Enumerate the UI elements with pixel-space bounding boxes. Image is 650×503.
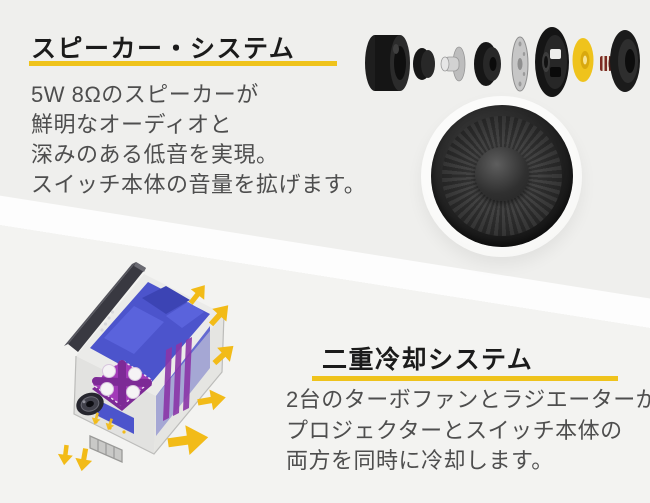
speaker-basket [535, 27, 569, 97]
description-line: 5W 8Ωのスピーカーが [31, 82, 259, 107]
cooling-section-heading: 二重冷却システム [322, 346, 534, 374]
description-line: スイッチ本体の音量を拡げます。 [31, 172, 367, 197]
internal-blue-components [90, 282, 210, 434]
airflow-arrow [56, 444, 74, 467]
cooling-heading-underline [312, 376, 618, 381]
radiator-stripes [163, 337, 192, 421]
ring-magnet [474, 42, 501, 86]
washer-plate [511, 36, 529, 92]
cooling-device-illustration [56, 262, 240, 473]
magnet-disc [413, 48, 435, 80]
cooling-section-description: 2台のターボファンとラジエーターが プロジェクターとスイッチ本体の 両方を同時に… [286, 385, 650, 477]
speaker-section-heading: スピーカー・システム [31, 35, 296, 63]
speaker-driver-photo [420, 94, 584, 258]
exploded-speaker-diagram [365, 27, 640, 97]
speaker-cone [610, 30, 640, 92]
description-line: 両方を同時に冷却します。 [286, 448, 554, 473]
spider-damper [572, 38, 594, 82]
description-line: プロジェクターとスイッチ本体の [286, 417, 623, 443]
speaker-housing [365, 35, 410, 91]
airflow-dot [122, 430, 126, 434]
description-line: 鮮明なオーディオと [31, 112, 232, 137]
projector-lens [76, 392, 104, 416]
airflow-arrows [56, 279, 240, 473]
switch-console [64, 262, 146, 352]
description-line: 2台のターボファンとラジエーターが [286, 387, 650, 412]
cooling-fan [90, 359, 154, 411]
front-vent [89, 435, 123, 463]
speaker-section-description: 5W 8Ωのスピーカーが 鮮明なオーディオと 深みのある低音を実現。 スイッチ本… [31, 80, 366, 200]
airflow-dot [94, 420, 98, 424]
t-yoke-pole-piece [440, 46, 466, 82]
airflow-arrow [73, 447, 94, 473]
description-line: 深みのある低音を実現。 [31, 142, 279, 167]
speaker-heading-underline [29, 61, 337, 66]
driver-dust-cap [475, 147, 529, 201]
airflow-dot [108, 426, 112, 430]
